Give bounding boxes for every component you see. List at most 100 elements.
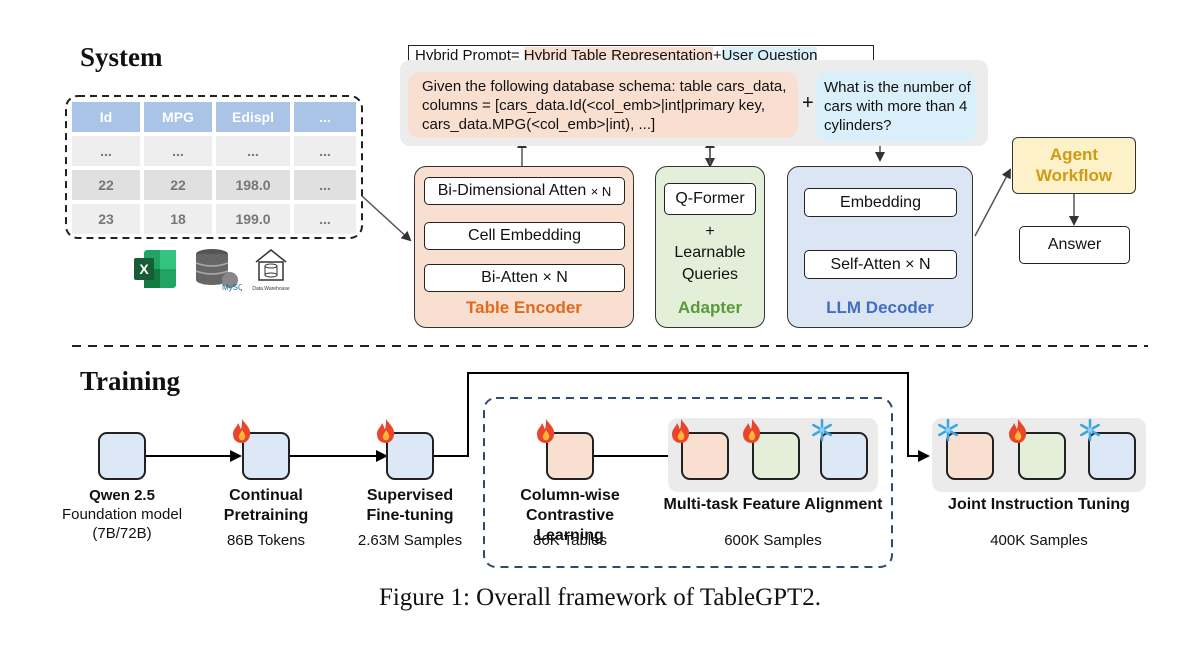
- fire-icon: [672, 419, 690, 443]
- contrastive-name-line: Column-wise: [520, 487, 620, 504]
- qwen-model-node: [98, 432, 146, 480]
- table-cell: 23: [72, 204, 140, 234]
- data-warehouse-icon: Data Warehouse: [252, 249, 290, 292]
- joint-instruction-tuning-stat: 400K Samples: [990, 532, 1088, 549]
- prompt-plus: +: [712, 47, 722, 64]
- snowflake-icon: [938, 418, 958, 442]
- table-cell: 22: [144, 170, 212, 200]
- table-cell: 199.0: [216, 204, 290, 234]
- table-header-cell: Edispl: [216, 102, 290, 132]
- question-line: What is the number of: [824, 79, 971, 96]
- fire-icon: [743, 419, 761, 443]
- schema-line: Given the following database schema: tab…: [422, 78, 787, 95]
- continual-pretraining-stat: 86B Tokens: [226, 532, 306, 549]
- continual-pretraining-label: Continual Pretraining: [196, 486, 336, 526]
- svg-text:X: X: [139, 261, 149, 277]
- table-cell: ...: [294, 170, 356, 200]
- table-header-cell: ...: [294, 102, 356, 132]
- snowflake-icon: [1080, 418, 1100, 442]
- prompt-join-plus: +: [802, 92, 814, 114]
- hybrid-prompt-prefix: Hybrid Prompt=: [415, 47, 524, 64]
- agent-workflow-line: Workflow: [1035, 166, 1113, 185]
- figure-caption: Figure 1: Overall framework of TableGPT2…: [378, 584, 822, 611]
- svg-text:Data Warehouse: Data Warehouse: [252, 286, 290, 292]
- queries-label: Queries: [681, 266, 739, 283]
- self-attention-block: Self-Atten × N: [804, 250, 957, 279]
- multitask-decoder-node: [820, 432, 868, 480]
- user-question-box: What is the number of cars with more tha…: [816, 72, 976, 142]
- fire-icon: [233, 419, 251, 443]
- joint-instruction-tuning-label: Joint Instruction Tuning: [948, 496, 1130, 513]
- table-to-encoder-arrow: [361, 195, 412, 242]
- qwen-subtitle: Foundation model: [61, 506, 183, 523]
- answer-box: Answer: [1019, 226, 1130, 264]
- sft-stat: 2.63M Samples: [357, 532, 463, 549]
- snowflake-icon: [812, 418, 832, 442]
- joint-decoder-node: [1088, 432, 1136, 480]
- adapter-plus: +: [705, 223, 715, 240]
- joint-adapter-node: [1018, 432, 1066, 480]
- qwen-stage-label: Qwen 2.5 Foundation model (7B/72B): [42, 486, 202, 543]
- excel-icon: X: [134, 250, 176, 288]
- sft-name-line: Fine-tuning: [366, 507, 454, 524]
- table-cell: ...: [294, 204, 356, 234]
- sft-label: Supervised Fine-tuning: [340, 486, 480, 526]
- bi-dimensional-attention-label: Bi-Dimensional Atten: [437, 182, 587, 199]
- table-cell: 198.0: [216, 170, 290, 200]
- table-encoder-label: Table Encoder: [466, 298, 582, 317]
- fire-icon: [377, 419, 395, 443]
- question-line: cars with more than 4: [824, 98, 968, 115]
- table-cell: ...: [72, 136, 140, 166]
- contrastive-learning-label: Column-wise Contrastive Learning: [490, 486, 650, 546]
- adapter-label: Adapter: [677, 298, 743, 317]
- contrastive-learning-stat: 86K Tables: [533, 532, 607, 549]
- table-cell: ...: [144, 136, 212, 166]
- schema-line: cars_data.MPG(<col_emb>|int), ...]: [422, 116, 656, 133]
- qwen-size: (7B/72B): [92, 525, 152, 542]
- system-section-title: System: [80, 42, 163, 72]
- hybrid-table-representation-label: Hybrid Table Representation: [523, 47, 713, 64]
- continual-name-line: Continual: [229, 487, 303, 504]
- multitask-adapter-node: [752, 432, 800, 480]
- svg-text:MySQL: MySQL: [222, 283, 242, 292]
- fire-icon: [1009, 419, 1027, 443]
- layer-count-label: × N: [590, 183, 612, 199]
- mysql-database-icon: MySQL: [195, 249, 242, 292]
- sft-name-line: Supervised: [366, 487, 454, 504]
- pretraining-stage-dashed-region: [483, 397, 893, 568]
- agent-workflow-box: Agent Workflow: [1012, 137, 1136, 194]
- fire-icon: [537, 419, 555, 443]
- schema-line: columns = [cars_data.Id(<col_emb>|int|pr…: [422, 97, 766, 114]
- table-header-cell: Id: [72, 102, 140, 132]
- schema-representation-box: Given the following database schema: tab…: [408, 72, 798, 138]
- training-section-title: Training: [80, 366, 181, 396]
- embedding-block: Embedding: [804, 188, 957, 217]
- bi-attention-block: Bi-Atten × N: [424, 264, 625, 292]
- sft-to-joint-arrow: [434, 372, 930, 462]
- cell-embedding-block: Cell Embedding: [424, 222, 625, 250]
- continual-pretraining-node: [242, 432, 290, 480]
- sft-node: [386, 432, 434, 480]
- bi-dimensional-attention-block: Bi-Dimensional Atten × N: [424, 177, 625, 205]
- joint-encoder-node: [946, 432, 994, 480]
- decoder-to-agent-arrow: [974, 168, 1011, 237]
- table-dashed-frame: [65, 95, 363, 239]
- table-cell: 18: [144, 204, 212, 234]
- multitask-alignment-stat: 600K Samples: [724, 532, 822, 549]
- contrastive-name-line: Contrastive Learning: [525, 507, 615, 544]
- multitask-encoder-node: [681, 432, 729, 480]
- agent-workflow-line: Agent: [1049, 145, 1099, 164]
- q-former-block: Q-Former: [664, 183, 756, 215]
- continual-name-line: Pretraining: [223, 507, 309, 524]
- learnable-label: Learnable: [674, 244, 746, 261]
- table-cell: ...: [216, 136, 290, 166]
- table-header-cell: MPG: [144, 102, 212, 132]
- llm-decoder-label: LLM Decoder: [826, 298, 934, 317]
- hybrid-prompt-header: Hybrid Prompt= Hybrid Table Representati…: [408, 45, 874, 67]
- question-line: cylinders?: [824, 117, 892, 134]
- user-question-label: User Question: [721, 47, 818, 64]
- multitask-alignment-label: Multi-task Feature Alignment: [663, 496, 883, 513]
- table-cell: 22: [72, 170, 140, 200]
- table-cell: ...: [294, 136, 356, 166]
